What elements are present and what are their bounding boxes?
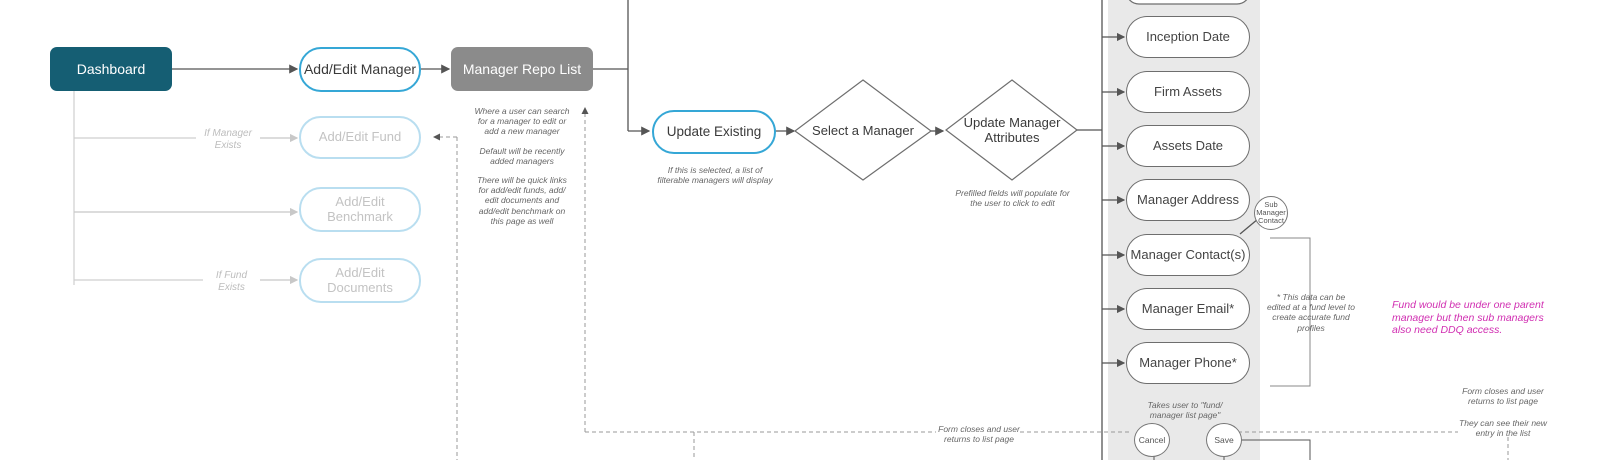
note-form-closes-right: Form closes and user returns to list pag… <box>1462 386 1544 407</box>
note-repo-links: There will be quick links for add/edit f… <box>477 174 567 226</box>
note-repo-list: Where a user can search for a manager to… <box>472 106 572 235</box>
add-edit-documents-node[interactable]: Add/Edit Documents <box>299 258 421 303</box>
field-inception-date[interactable]: Inception Date <box>1126 16 1250 58</box>
field-manager-phone[interactable]: Manager Phone* <box>1126 342 1250 384</box>
field-manager-contacts[interactable]: Manager Contact(s) <box>1126 234 1250 276</box>
field-assets-date[interactable]: Assets Date <box>1126 125 1250 167</box>
sub-manager-contact-node[interactable]: Sub Manager Contact <box>1254 196 1288 230</box>
cancel-button[interactable]: Cancel <box>1134 423 1170 457</box>
field-manager-email[interactable]: Manager Email* <box>1126 288 1250 330</box>
note-takes-user: Takes user to "fund/ manager list page" <box>1147 400 1223 421</box>
note-see-entry: They can see their new entry in the list <box>1459 418 1547 439</box>
update-attributes-diamond <box>945 79 1078 181</box>
note-if-fund-exists: If Fund Exists <box>215 270 248 293</box>
save-button[interactable]: Save <box>1206 423 1242 457</box>
field-firm-assets[interactable]: Firm Assets <box>1126 71 1250 113</box>
annotation-sub-managers: Fund would be under one parent manager b… <box>1392 299 1544 337</box>
dashboard-node[interactable]: Dashboard <box>50 47 172 91</box>
update-manager-attributes-label: Update Manager Attributes <box>963 115 1061 145</box>
note-repo-default: Default will be recently added managers <box>479 145 565 166</box>
select-a-manager-diamond <box>793 79 933 181</box>
update-existing-node[interactable]: Update Existing <box>652 110 776 154</box>
note-form-closes-left: Form closes and user returns to list pag… <box>938 424 1020 445</box>
add-edit-fund-node[interactable]: Add/Edit Fund <box>299 116 421 159</box>
field-manager-address[interactable]: Manager Address <box>1126 179 1250 221</box>
note-repo-search: Where a user can search for a manager to… <box>474 106 570 137</box>
field-panel <box>1108 0 1260 460</box>
note-fund-level-edit: * This data can be edited at a fund leve… <box>1267 292 1355 333</box>
note-prefilled-fields: Prefilled fields will populate for the u… <box>955 188 1070 209</box>
note-if-manager-exists: If Manager Exists <box>204 128 252 151</box>
add-edit-manager-node[interactable]: Add/Edit Manager <box>299 47 421 92</box>
select-a-manager-label: Select a Manager <box>812 122 914 138</box>
note-update-existing: If this is selected, a list of filterabl… <box>657 165 773 186</box>
manager-repo-list-node[interactable]: Manager Repo List <box>451 47 593 91</box>
add-edit-benchmark-node[interactable]: Add/Edit Benchmark <box>299 187 421 232</box>
